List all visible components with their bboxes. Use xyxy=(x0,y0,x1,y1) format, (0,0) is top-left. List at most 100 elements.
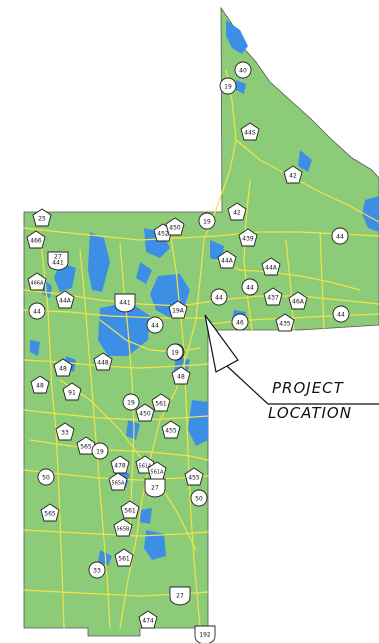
shield-shape xyxy=(217,250,237,269)
shield-label: 42 xyxy=(289,173,297,180)
shield-label: 478 xyxy=(114,463,126,470)
shield-label: 450 xyxy=(139,411,151,418)
highway-shield-19A: 19A xyxy=(168,300,188,319)
shield-label: 565B xyxy=(117,527,131,533)
shield-shape xyxy=(114,293,136,313)
highway-shield-561: 561 xyxy=(151,393,171,412)
shield-label: 48 xyxy=(177,374,185,381)
highway-shield-19: 19 xyxy=(91,442,109,460)
shield-shape xyxy=(161,420,181,439)
highway-shield-44A: 44A xyxy=(217,250,237,269)
shield-label: 44 xyxy=(336,234,344,241)
callout-label-line1: PROJECT xyxy=(272,379,344,397)
highway-shield-91: 91 xyxy=(62,382,82,401)
shield-label: 455 xyxy=(188,475,200,482)
shield-label: 561 xyxy=(155,401,167,408)
shield-shape xyxy=(190,489,208,507)
shield-label: 46 xyxy=(236,320,244,327)
shield-label: 19 xyxy=(127,400,135,407)
highway-shield-48: 48 xyxy=(30,375,50,394)
shield-shape xyxy=(62,382,82,401)
shield-label: 27 xyxy=(54,254,62,261)
shield-shape xyxy=(198,212,216,230)
shield-label: 455 xyxy=(165,428,177,435)
shield-label: 33 xyxy=(61,430,69,437)
shield-shape xyxy=(288,291,308,310)
highway-shield-19: 19 xyxy=(219,77,237,95)
shield-shape xyxy=(114,548,134,567)
shield-shape xyxy=(166,343,184,361)
highway-shield-192: 192 xyxy=(194,625,216,643)
highway-shield-437: 437 xyxy=(263,287,283,306)
shield-shape xyxy=(113,518,133,537)
highway-shield-25: 25 xyxy=(32,208,52,227)
shield-label: 19 xyxy=(96,449,104,456)
highway-shield-561: 561 xyxy=(114,548,134,567)
shield-label: 561A xyxy=(139,464,153,470)
highway-shield-50: 50 xyxy=(190,489,208,507)
highway-shield-44: 44 xyxy=(28,302,46,320)
highway-shield-27: 27 xyxy=(144,478,166,498)
shield-label: 19 xyxy=(171,350,179,357)
shield-label: 19A xyxy=(172,308,185,315)
shield-shape xyxy=(331,227,349,245)
highway-shield-561: 561 xyxy=(120,500,140,519)
highway-shield-27: 27 xyxy=(169,586,191,606)
highway-shield-441: 441 xyxy=(114,293,136,313)
shield-shape xyxy=(151,393,171,412)
shield-shape xyxy=(275,313,295,332)
highway-shield-33: 33 xyxy=(88,561,106,579)
highway-shield-42: 42 xyxy=(283,165,303,184)
shield-shape xyxy=(27,272,47,291)
shield-shape xyxy=(261,257,281,276)
highway-shield-466A: 466A xyxy=(27,272,47,291)
shield-label: 42 xyxy=(233,210,241,217)
shield-label: 19 xyxy=(203,219,211,226)
shield-shape xyxy=(241,278,259,296)
highway-shield-448: 448 xyxy=(93,352,113,371)
shield-label: 452 xyxy=(157,231,169,238)
shield-label: 46A xyxy=(292,299,305,306)
highway-shield-48: 48 xyxy=(171,366,191,385)
highway-shield-565: 565 xyxy=(76,436,96,455)
highway-shield-44: 44 xyxy=(331,227,349,245)
shield-label: 561 xyxy=(118,556,130,563)
shield-label: 44S xyxy=(244,130,256,137)
highway-shield-33: 33 xyxy=(55,422,75,441)
highway-shield-455: 455 xyxy=(184,467,204,486)
highway-shield-44A: 44A xyxy=(55,290,75,309)
shield-label: 27 xyxy=(176,593,184,600)
highway-shield-44: 44 xyxy=(146,316,164,334)
shield-label: 44 xyxy=(33,309,41,316)
shield-label: 192 xyxy=(199,632,211,639)
shield-shape xyxy=(283,165,303,184)
callout-label-line2: LOCATION xyxy=(268,404,352,422)
shield-shape xyxy=(234,61,252,79)
highway-shield-48: 48 xyxy=(53,358,73,377)
shield-label: 40 xyxy=(239,68,247,75)
shield-label: 48 xyxy=(36,383,44,390)
shield-label: 91 xyxy=(68,390,76,397)
shield-shape xyxy=(108,472,128,491)
shield-shape xyxy=(210,288,228,306)
highway-shield-450: 450 xyxy=(165,217,185,236)
highway-shield-40: 40 xyxy=(234,61,252,79)
highway-shield-42: 42 xyxy=(227,202,247,221)
shield-label: 44A xyxy=(221,258,234,265)
shield-label: 48 xyxy=(59,366,67,373)
highway-shield-478: 478 xyxy=(110,455,130,474)
shield-label: 565 xyxy=(44,511,56,518)
shield-shape xyxy=(332,305,350,323)
shield-shape xyxy=(40,503,60,522)
shield-shape xyxy=(219,77,237,95)
highway-shield-44S: 44S xyxy=(240,122,260,141)
county-land xyxy=(23,6,379,637)
shield-shape xyxy=(135,403,155,422)
shield-shape xyxy=(37,468,55,486)
shield-shape xyxy=(88,561,106,579)
shield-shape xyxy=(146,316,164,334)
shield-label: 561A xyxy=(151,470,165,476)
shield-shape xyxy=(184,467,204,486)
highway-shield-44: 44 xyxy=(241,278,259,296)
